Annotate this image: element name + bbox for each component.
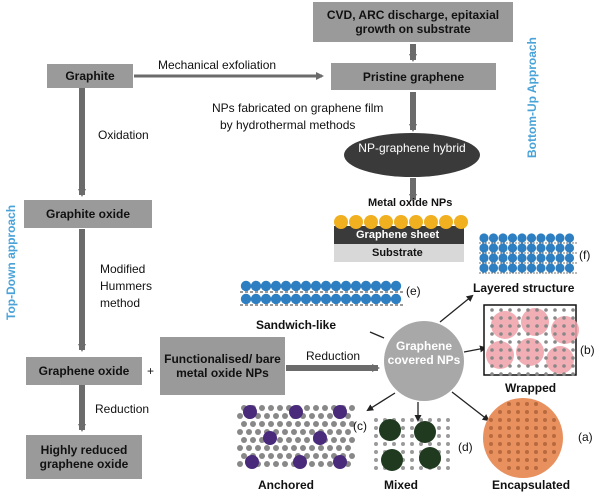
graphene-covered-circle xyxy=(384,321,464,401)
bottom-up-approach-label: Bottom-Up Approach xyxy=(525,37,539,158)
encapsulated-label: Encapsulated xyxy=(492,478,571,492)
functionalised-np-box: Functionalised/ bare metal oxide NPs xyxy=(160,337,285,395)
nps-fabricated-line1: NPs fabricated on graphene film xyxy=(212,101,384,115)
graphene-covered-nps-label: Graphene covered NPs xyxy=(387,339,461,367)
np-graphene-hybrid-label: NP-graphene hybrid xyxy=(358,141,466,155)
cvd-box: CVD, ARC discharge, epitaxial growth on … xyxy=(313,2,513,42)
graphite-oxide-box: Graphite oxide xyxy=(24,200,152,228)
highly-reduced-go-box: Highly reduced graphene oxide xyxy=(26,435,142,479)
top-down-approach-label: Top-Down approach xyxy=(4,204,18,320)
anchored-structure-art xyxy=(237,405,355,469)
oxidation-label: Oxidation xyxy=(98,128,149,142)
letter-b: (b) xyxy=(580,343,595,357)
graphite-box: Graphite xyxy=(47,64,133,88)
sandwich-structure-art xyxy=(240,280,404,306)
letter-c: (c) xyxy=(353,419,367,433)
letter-d: (d) xyxy=(458,440,473,454)
letter-a: (a) xyxy=(578,430,593,444)
sandwich-like-label: Sandwich-like xyxy=(256,318,337,332)
graphene-oxide-box: Graphene oxide xyxy=(26,357,142,385)
reduction-mid-label: Reduction xyxy=(306,349,361,363)
graphene-sheet-label: Graphene sheet xyxy=(356,229,440,241)
nps-fabricated-line2: by hydrothermal methods xyxy=(220,118,356,132)
np-graphene-oval xyxy=(344,133,480,177)
mixed-label: Mixed xyxy=(384,478,419,492)
layered-structure-label: Layered structure xyxy=(473,281,575,295)
substrate-stack xyxy=(334,215,468,262)
hummers-label: Hummers xyxy=(100,279,153,293)
modified-label: Modified xyxy=(100,262,146,276)
plus-sign: + xyxy=(147,364,155,378)
mixed-structure-art xyxy=(374,418,450,471)
letter-f: (f) xyxy=(579,248,591,262)
wrapped-label: Wrapped xyxy=(505,381,557,395)
layered-structure-art xyxy=(479,233,578,274)
reduction-left-label: Reduction xyxy=(95,402,150,416)
wrapped-structure-art xyxy=(483,304,579,376)
metal-oxide-nps-label: Metal oxide NPs xyxy=(368,197,453,209)
mechanical-exfoliation-label: Mechanical exfoliation xyxy=(158,58,277,72)
encapsulated-structure-art xyxy=(483,398,563,478)
pristine-graphene-box: Pristine graphene xyxy=(331,63,496,90)
anchored-label: Anchored xyxy=(258,478,315,492)
letter-e: (e) xyxy=(406,284,421,298)
method-label: method xyxy=(100,296,141,310)
substrate-label: Substrate xyxy=(372,247,423,259)
